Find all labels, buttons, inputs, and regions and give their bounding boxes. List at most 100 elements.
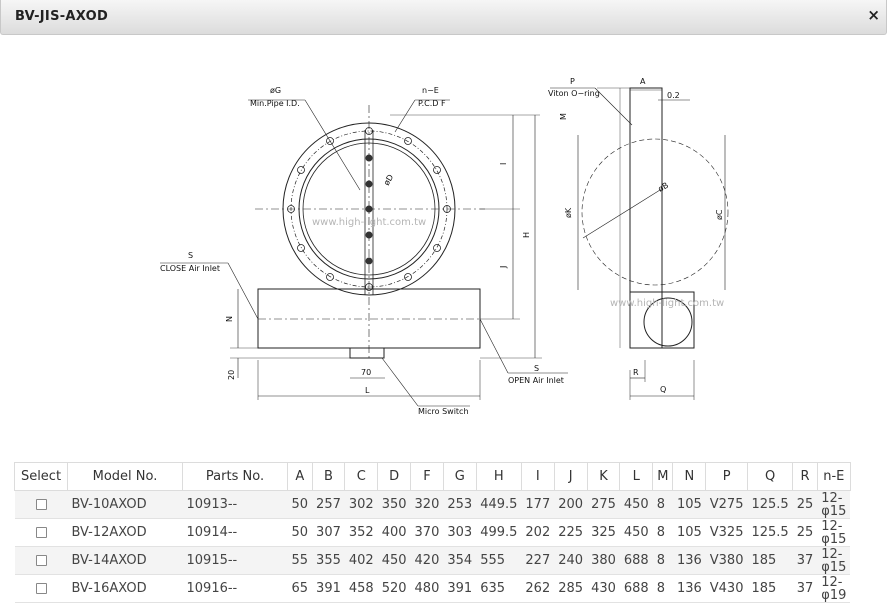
cell-r: 25: [792, 518, 818, 547]
col-parts-no: Parts No.: [182, 462, 288, 491]
cell-parts: 10914--: [182, 518, 288, 547]
col-i: I: [520, 462, 555, 491]
label-c: øC: [715, 209, 724, 220]
cell-b: 355: [312, 546, 345, 575]
cell-d: 350: [377, 490, 411, 519]
cell-d: 450: [377, 546, 411, 575]
cell-g: 354: [443, 546, 477, 575]
cell-j: 240: [554, 546, 588, 575]
label-m: M: [559, 113, 568, 120]
label-p: P: [570, 77, 575, 86]
select-checkbox[interactable]: [35, 499, 47, 510]
cell-p: V275: [705, 490, 748, 519]
cell-i: 227: [521, 546, 555, 575]
cell-parts: 10915--: [182, 546, 288, 575]
cell-l: 450: [619, 490, 653, 519]
cell-ne: 12-φ15: [817, 546, 851, 575]
cell-k: 325: [587, 518, 620, 547]
cell-j: 285: [554, 574, 588, 603]
spec-table: Select Model No. Parts No. A B C D F G H…: [14, 462, 851, 603]
cell-ne-dia: φ15: [821, 503, 847, 519]
cell-a: 65: [287, 574, 313, 603]
table-row: BV-12AXOD 10914-- 50 307 352 400 370 303…: [14, 518, 851, 547]
col-c: C: [344, 462, 379, 491]
col-m: M: [652, 462, 674, 491]
cell-p: V430: [705, 574, 748, 603]
side-view-actuator-wheel: [643, 297, 693, 347]
cell-h: 449.5: [476, 490, 522, 519]
label-open-inlet: OPEN Air Inlet: [508, 376, 564, 385]
label-a: A: [640, 77, 646, 86]
table-row: BV-16AXOD 10916-- 65 391 458 520 480 391…: [14, 574, 851, 603]
cell-ne: 12-φ15: [817, 518, 851, 547]
cell-model: BV-16AXOD: [67, 574, 183, 603]
watermark-front: www.high-light.com.tw: [312, 217, 427, 228]
cell-b: 257: [312, 490, 345, 519]
side-view-actuator: [629, 291, 695, 349]
cell-ne-dia: φ19: [821, 587, 847, 603]
select-checkbox[interactable]: [35, 583, 47, 594]
cell-k: 380: [587, 546, 620, 575]
watermark-side: www.high-light.com.tw: [610, 298, 725, 309]
label-q: Q: [660, 385, 666, 394]
cell-c: 352: [344, 518, 378, 547]
cell-i: 262: [521, 574, 555, 603]
label-l: L: [365, 386, 370, 395]
col-k: K: [586, 462, 621, 491]
cell-i: 177: [521, 490, 555, 519]
cell-d: 520: [377, 574, 411, 603]
cell-n: 105: [672, 490, 706, 519]
close-icon[interactable]: ×: [867, 6, 880, 24]
label-20: 20: [227, 370, 236, 380]
cell-h: 499.5: [476, 518, 522, 547]
table-header-row: Select Model No. Parts No. A B C D F G H…: [14, 462, 851, 491]
label-k: øK: [564, 207, 573, 218]
cell-m: 8: [652, 518, 673, 547]
cell-f: 480: [410, 574, 444, 603]
cell-b: 391: [312, 574, 345, 603]
select-checkbox[interactable]: [35, 527, 47, 538]
cell-f: 370: [410, 518, 444, 547]
cell-model: BV-14AXOD: [67, 546, 183, 575]
cell-n: 136: [672, 546, 706, 575]
label-r: R: [633, 368, 639, 377]
col-h: H: [475, 462, 522, 491]
col-g: G: [442, 462, 477, 491]
label-close-inlet: CLOSE Air Inlet: [160, 264, 220, 273]
cell-parts: 10916--: [182, 574, 288, 603]
side-view-disc-circle: [581, 138, 729, 286]
cell-n: 136: [672, 574, 706, 603]
cell-model: BV-12AXOD: [67, 518, 183, 547]
cell-model: BV-10AXOD: [67, 490, 183, 519]
select-checkbox[interactable]: [35, 555, 47, 566]
cell-r: 37: [792, 546, 818, 575]
label-d: øD: [382, 173, 395, 187]
col-a: A: [287, 462, 313, 491]
label-s-left: S: [188, 251, 193, 260]
cell-ne-count: 12-: [821, 518, 843, 534]
cell-f: 320: [410, 490, 444, 519]
cell-r: 25: [792, 490, 818, 519]
cell-a: 50: [287, 490, 313, 519]
cell-p: V380: [705, 546, 748, 575]
col-model-no: Model No.: [67, 462, 183, 491]
cell-p: V325: [705, 518, 748, 547]
table-row: BV-10AXOD 10913-- 50 257 302 350 320 253…: [14, 490, 851, 519]
col-l: L: [619, 462, 654, 491]
label-s-right: S: [534, 364, 539, 373]
label-viton: Viton O−ring: [548, 89, 600, 98]
cell-ne-dia: φ15: [821, 531, 847, 547]
cell-ne-count: 12-: [821, 546, 843, 562]
col-ne: n-E: [816, 462, 851, 491]
technical-drawing: øG Min.Pipe I.D. n−E P.C.D F øD S CLOSE …: [160, 77, 729, 416]
cell-j: 200: [554, 490, 588, 519]
bolt-holes: [287, 127, 451, 291]
col-n: N: [672, 462, 707, 491]
cell-q: 185: [747, 546, 793, 575]
dialog-title: BV-JIS-AXOD: [15, 9, 109, 24]
col-q: Q: [746, 462, 794, 491]
label-g: øG: [270, 86, 281, 95]
col-b: B: [311, 462, 346, 491]
label-min-pipe: Min.Pipe I.D.: [250, 99, 300, 108]
cell-ne-count: 12-: [821, 574, 843, 590]
